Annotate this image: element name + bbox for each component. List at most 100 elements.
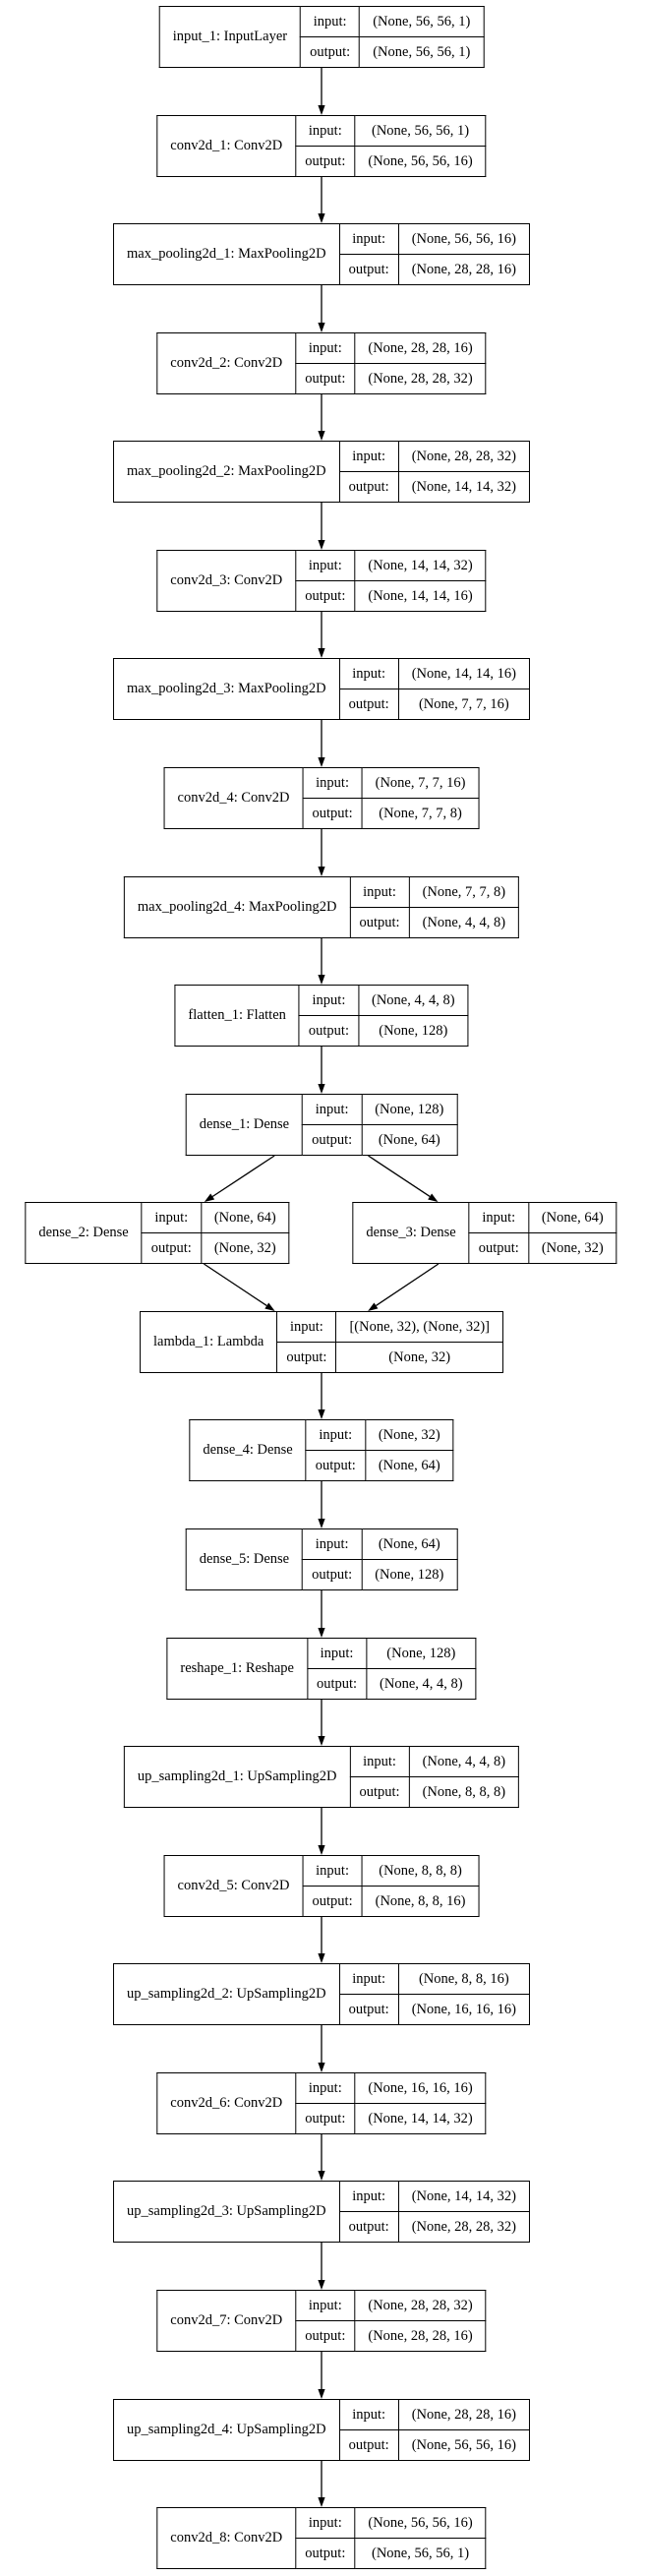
output-shape: (None, 56, 56, 1) bbox=[359, 36, 485, 68]
output-shape: (None, 4, 4, 8) bbox=[366, 1668, 477, 1700]
layer-label: conv2d_5: Conv2D bbox=[163, 1855, 304, 1917]
input-key-label: input: bbox=[338, 2399, 399, 2430]
edge-line bbox=[376, 1263, 440, 1306]
output-shape: (None, 28, 28, 16) bbox=[397, 254, 531, 285]
layer-label: up_sampling2d_3: UpSampling2D bbox=[112, 2181, 340, 2243]
output-shape: (None, 64) bbox=[364, 1450, 454, 1481]
input-key-label: input: bbox=[306, 1638, 368, 1669]
input-shape: (None, 56, 56, 16) bbox=[397, 223, 531, 255]
input-shape: (None, 8, 8, 8) bbox=[361, 1855, 480, 1887]
input-key-label: input: bbox=[338, 1963, 399, 1995]
output-shape: (None, 28, 28, 16) bbox=[354, 2320, 487, 2352]
output-key-label: output: bbox=[302, 1886, 363, 1917]
input-key-label: input: bbox=[295, 2072, 356, 2104]
output-key-label: output: bbox=[338, 471, 399, 503]
layer-label: up_sampling2d_1: UpSampling2D bbox=[123, 1746, 351, 1808]
arrowhead-icon bbox=[318, 213, 325, 223]
output-shape: (None, 4, 4, 8) bbox=[408, 907, 520, 938]
input-key-label: input: bbox=[295, 2507, 356, 2539]
output-shape: (None, 56, 56, 16) bbox=[397, 2429, 531, 2461]
output-shape: (None, 56, 56, 16) bbox=[354, 146, 487, 177]
output-shape: (None, 8, 8, 16) bbox=[361, 1886, 480, 1917]
layer-label: up_sampling2d_2: UpSampling2D bbox=[112, 1963, 340, 2025]
output-shape: (None, 28, 28, 32) bbox=[397, 2211, 531, 2243]
output-key-label: output: bbox=[338, 2211, 399, 2243]
layer-label: dense_3: Dense bbox=[352, 1202, 470, 1264]
input-shape: (None, 7, 7, 16) bbox=[361, 767, 480, 799]
layer-label: dense_4: Dense bbox=[189, 1419, 307, 1481]
layer-node-dense_2: dense_2: Dense input: (None, 64) output:… bbox=[25, 1202, 290, 1264]
layer-node-conv2d_7: conv2d_7: Conv2D input: (None, 28, 28, 3… bbox=[156, 2290, 487, 2352]
layer-node-max_pooling2d_2: max_pooling2d_2: MaxPooling2D input: (No… bbox=[112, 441, 531, 503]
output-key-label: output: bbox=[295, 363, 356, 394]
arrowhead-icon bbox=[368, 1302, 379, 1311]
output-shape: (None, 32) bbox=[527, 1232, 617, 1264]
arrowhead-icon bbox=[318, 2171, 325, 2181]
arrowhead-icon bbox=[318, 1736, 325, 1746]
layer-label: conv2d_7: Conv2D bbox=[156, 2290, 297, 2352]
arrowhead-icon bbox=[428, 1193, 439, 1202]
input-key-label: input: bbox=[302, 1855, 363, 1887]
layer-label: flatten_1: Flatten bbox=[174, 985, 300, 1047]
output-shape: (None, 7, 7, 16) bbox=[397, 689, 531, 720]
layer-node-conv2d_6: conv2d_6: Conv2D input: (None, 16, 16, 1… bbox=[156, 2072, 487, 2134]
layer-node-conv2d_5: conv2d_5: Conv2D input: (None, 8, 8, 8) … bbox=[163, 1855, 480, 1917]
output-key-label: output: bbox=[305, 1450, 366, 1481]
output-shape: (None, 14, 14, 32) bbox=[354, 2103, 487, 2134]
arrowhead-icon bbox=[318, 2497, 325, 2507]
output-shape: (None, 16, 16, 16) bbox=[397, 1994, 531, 2025]
arrowhead-icon bbox=[318, 757, 325, 767]
layer-node-flatten_1: flatten_1: Flatten input: (None, 4, 4, 8… bbox=[174, 985, 469, 1047]
layer-label: dense_2: Dense bbox=[25, 1202, 143, 1264]
output-shape: (None, 32) bbox=[335, 1342, 503, 1373]
edge-line bbox=[211, 1155, 275, 1198]
layer-node-max_pooling2d_3: max_pooling2d_3: MaxPooling2D input: (No… bbox=[112, 658, 531, 720]
input-key-label: input: bbox=[295, 115, 356, 147]
layer-label: reshape_1: Reshape bbox=[166, 1638, 308, 1700]
input-key-label: input: bbox=[305, 1419, 366, 1451]
input-key-label: input: bbox=[302, 767, 363, 799]
arrowhead-icon bbox=[318, 1409, 325, 1419]
output-key-label: output: bbox=[295, 2320, 356, 2352]
arrowhead-icon bbox=[318, 431, 325, 441]
arrowhead-icon bbox=[318, 2063, 325, 2072]
layer-node-conv2d_2: conv2d_2: Conv2D input: (None, 28, 28, 1… bbox=[156, 332, 487, 394]
layer-node-input_1: input_1: InputLayer input: (None, 56, 56… bbox=[158, 6, 485, 68]
input-shape: (None, 28, 28, 32) bbox=[354, 2290, 487, 2321]
input-key-label: input: bbox=[141, 1202, 202, 1233]
input-shape: (None, 64) bbox=[361, 1528, 458, 1560]
input-shape: (None, 16, 16, 16) bbox=[354, 2072, 487, 2104]
input-key-label: input: bbox=[468, 1202, 529, 1233]
output-key-label: output: bbox=[338, 2429, 399, 2461]
arrowhead-icon bbox=[318, 1084, 325, 1094]
layer-node-conv2d_8: conv2d_8: Conv2D input: (None, 56, 56, 1… bbox=[156, 2507, 487, 2569]
layer-label: dense_1: Dense bbox=[185, 1094, 304, 1156]
input-key-label: input: bbox=[276, 1311, 337, 1343]
layer-node-dense_4: dense_4: Dense input: (None, 32) output:… bbox=[189, 1419, 454, 1481]
input-shape: (None, 4, 4, 8) bbox=[408, 1746, 520, 1777]
arrowhead-icon bbox=[318, 105, 325, 115]
input-key-label: input: bbox=[298, 985, 359, 1016]
input-key-label: input: bbox=[302, 1094, 363, 1125]
output-key-label: output: bbox=[295, 2103, 356, 2134]
input-shape: (None, 56, 56, 16) bbox=[354, 2507, 487, 2539]
arrowhead-icon bbox=[318, 2280, 325, 2290]
layer-node-lambda_1: lambda_1: Lambda input: [(None, 32), (No… bbox=[140, 1311, 503, 1373]
layer-node-conv2d_4: conv2d_4: Conv2D input: (None, 7, 7, 16)… bbox=[163, 767, 480, 829]
output-key-label: output: bbox=[302, 1559, 363, 1590]
output-key-label: output: bbox=[295, 2538, 356, 2569]
output-key-label: output: bbox=[306, 1668, 368, 1700]
input-shape: (None, 32) bbox=[364, 1419, 454, 1451]
layer-label: up_sampling2d_4: UpSampling2D bbox=[112, 2399, 340, 2461]
output-key-label: output: bbox=[276, 1342, 337, 1373]
input-key-label: input: bbox=[338, 2181, 399, 2212]
output-key-label: output: bbox=[302, 798, 363, 829]
layer-label: dense_5: Dense bbox=[185, 1528, 304, 1590]
layer-node-dense_5: dense_5: Dense input: (None, 64) output:… bbox=[185, 1528, 458, 1590]
input-shape: (None, 8, 8, 16) bbox=[397, 1963, 531, 1995]
layer-label: conv2d_4: Conv2D bbox=[163, 767, 304, 829]
layer-label: max_pooling2d_1: MaxPooling2D bbox=[112, 223, 340, 285]
arrowhead-icon bbox=[318, 648, 325, 658]
input-key-label: input: bbox=[338, 441, 399, 472]
